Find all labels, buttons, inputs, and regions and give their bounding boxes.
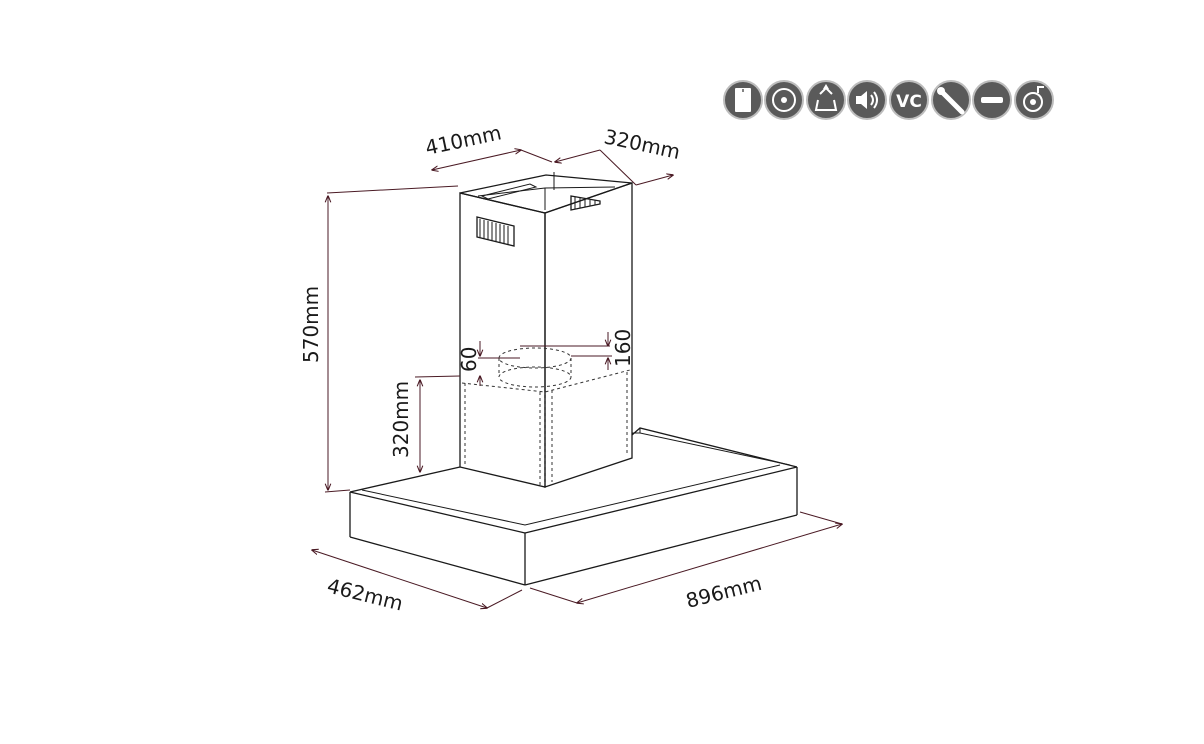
hood-body	[349, 172, 798, 586]
outlet-diameter-label: 160	[611, 329, 635, 367]
base-depth-label: 462mm	[325, 574, 406, 616]
chimney	[459, 172, 633, 488]
chimney-depth-label: 320mm	[602, 124, 682, 164]
dimension-lines	[312, 150, 842, 608]
disc-icon	[764, 80, 804, 120]
vent-grille-side	[570, 195, 601, 211]
vent-grille-front	[476, 216, 515, 247]
filter-icon	[723, 80, 763, 120]
base-width-label: 896mm	[683, 571, 764, 613]
speaker-icon	[847, 80, 887, 120]
outlet-offset-label: 60	[457, 347, 481, 372]
vc-icon: VC	[889, 80, 929, 120]
lower-height-label: 320mm	[389, 381, 413, 458]
vc-icon-text: VC	[896, 92, 922, 112]
minus-icon	[972, 80, 1012, 120]
canopy	[349, 427, 798, 586]
feature-icons: VC	[723, 80, 1054, 120]
chimney-width-label: 410mm	[423, 120, 503, 160]
motor-icon	[1014, 80, 1054, 120]
tool-icon	[931, 80, 971, 120]
total-height-label: 570mm	[299, 286, 323, 363]
recycle-icon	[806, 80, 846, 120]
